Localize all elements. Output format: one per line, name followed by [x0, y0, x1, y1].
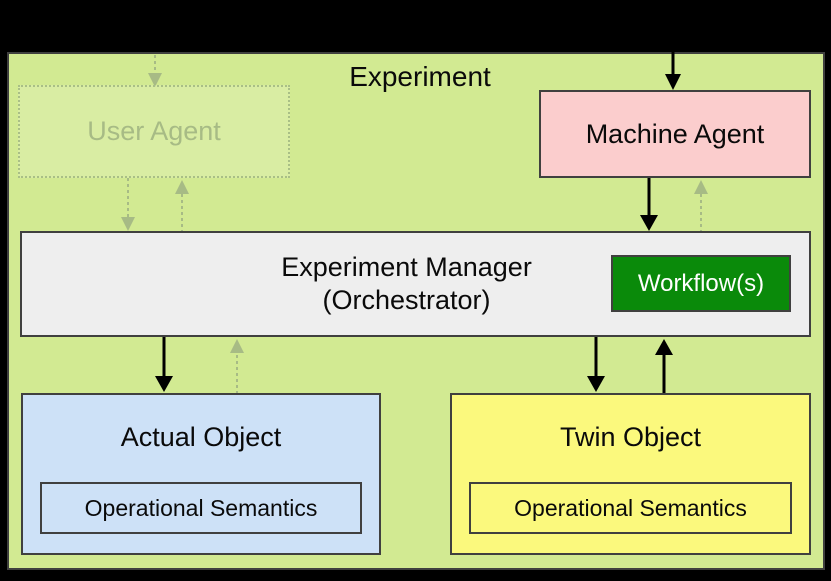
arrow-machine-agent-to-manager [639, 178, 659, 233]
arrow-manager-to-machine-agent [692, 178, 710, 233]
twin-object-operational-semantics[interactable]: Operational Semantics [469, 482, 792, 534]
arrow-twin-object-to-manager [654, 337, 674, 394]
node-twin-object[interactable]: Twin Object Operational Semantics [450, 393, 811, 555]
machine-agent-label: Machine Agent [585, 118, 765, 149]
actual-object-operational-semantics[interactable]: Operational Semantics [40, 482, 362, 534]
arrow-manager-to-user-agent [173, 178, 191, 233]
user-agent-label: User Agent [87, 116, 221, 146]
arrow-actual-object-to-manager [228, 337, 246, 394]
arrow-external-to-machine-agent [664, 32, 682, 92]
arrow-external-to-user-agent [146, 55, 164, 89]
actual-object-label: Actual Object [120, 422, 282, 452]
node-machine-agent[interactable]: Machine Agent [539, 90, 811, 178]
twin-object-label: Twin Object [559, 422, 702, 452]
node-experiment-manager[interactable]: Experiment Manager (Orchestrator) [20, 231, 811, 337]
arrow-manager-to-actual-object [154, 337, 174, 394]
experiment-manager-label-line1: Experiment Manager [281, 252, 532, 282]
node-workflows[interactable]: Workflow(s) [611, 255, 791, 312]
node-user-agent[interactable]: User Agent [18, 85, 290, 178]
actual-object-semantics-label: Operational Semantics [84, 494, 318, 521]
twin-object-semantics-label: Operational Semantics [514, 494, 747, 521]
workflows-label: Workflow(s) [637, 269, 765, 297]
experiment-manager-label-line2: (Orchestrator) [322, 285, 491, 315]
experiment-title: Experiment [349, 61, 491, 92]
arrow-manager-to-twin-object [586, 337, 606, 394]
arrow-user-agent-to-manager [119, 178, 137, 233]
node-actual-object[interactable]: Actual Object Operational Semantics [21, 393, 381, 555]
